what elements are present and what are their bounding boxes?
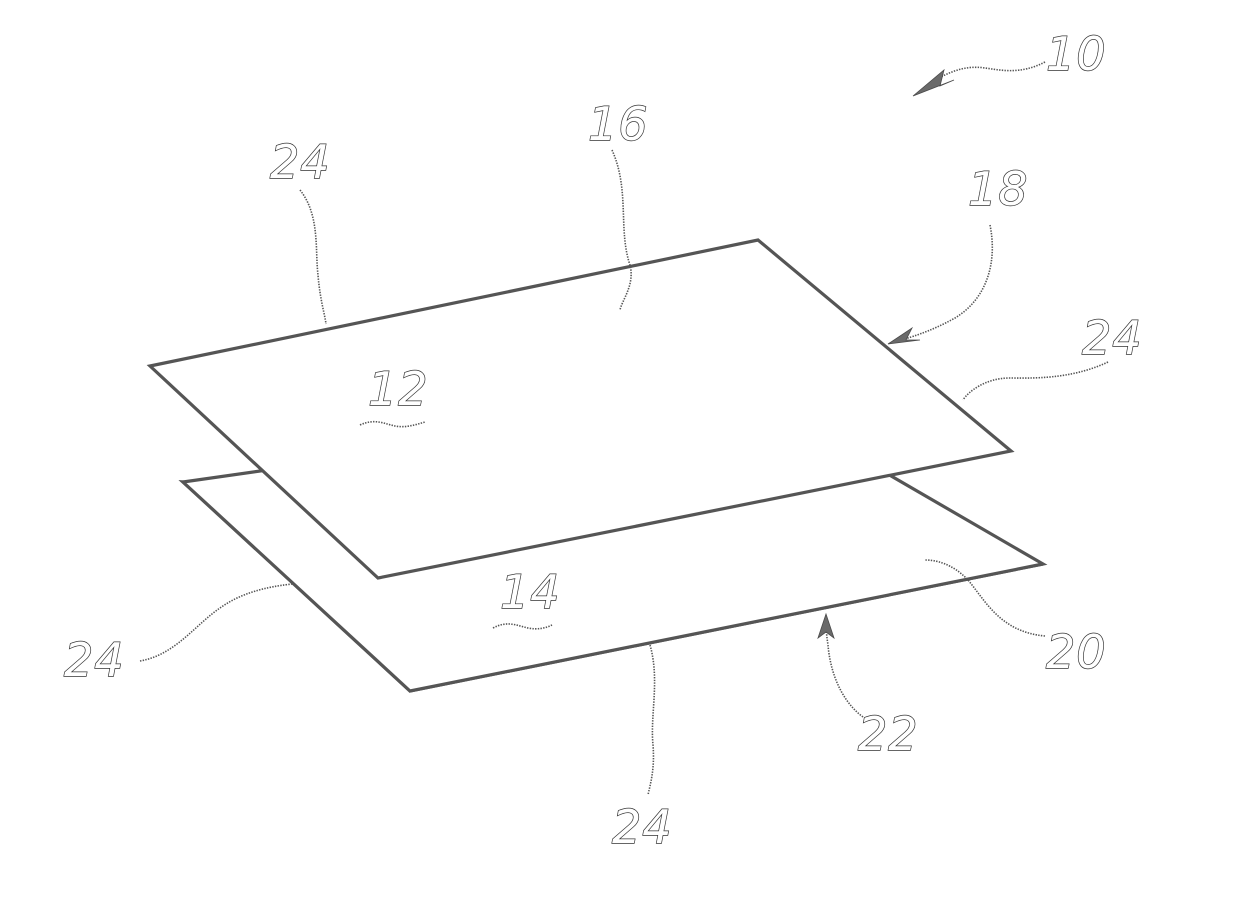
label-24-bottom: 24 (612, 800, 673, 854)
label-24-right: 24 (1082, 311, 1143, 365)
leader-24-upper-left (300, 190, 326, 324)
arrowhead-10 (913, 70, 954, 96)
label-20: 20 (1046, 625, 1107, 679)
label-16: 16 (588, 97, 649, 151)
leader-10 (935, 62, 1045, 80)
label-12: 12 (368, 362, 429, 416)
leader-24-bottom (648, 645, 655, 795)
label-10: 10 (1046, 27, 1107, 81)
label-18: 18 (968, 162, 1029, 216)
leader-24-right (963, 362, 1108, 400)
label-14: 14 (500, 565, 561, 619)
label-24-lower-left: 24 (64, 633, 125, 687)
label-22: 22 (858, 707, 919, 761)
label-24-upper-left: 24 (270, 135, 331, 189)
leader-18 (898, 225, 992, 341)
leader-24-lower-left (140, 584, 292, 661)
